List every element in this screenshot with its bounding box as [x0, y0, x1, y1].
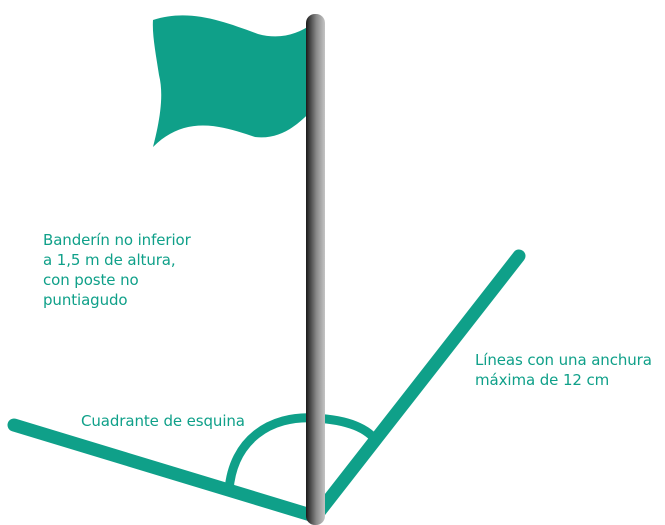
flag-label-line-2: a 1,5 m de altura, [43, 251, 176, 269]
quadrant-label-text: Cuadrante de esquina [81, 412, 245, 430]
line-width-label: Líneas con una anchura máxima de 12 cm [475, 350, 652, 390]
flag-label: Banderín no inferior a 1,5 m de altura, … [43, 230, 191, 310]
boundary-line-right [309, 249, 526, 523]
flag [152, 15, 312, 148]
corner-quadrant-arc [224, 413, 382, 491]
line-width-label-line-2: máxima de 12 cm [475, 371, 610, 389]
line-width-label-line-1: Líneas con una anchura [475, 351, 652, 369]
boundary-line-left [7, 418, 321, 523]
flag-label-line-4: puntiagudo [43, 291, 128, 309]
quadrant-label: Cuadrante de esquina [81, 411, 245, 431]
flag-pole [306, 14, 325, 525]
flag-label-line-3: con poste no [43, 271, 139, 289]
flag-label-line-1: Banderín no inferior [43, 231, 191, 249]
